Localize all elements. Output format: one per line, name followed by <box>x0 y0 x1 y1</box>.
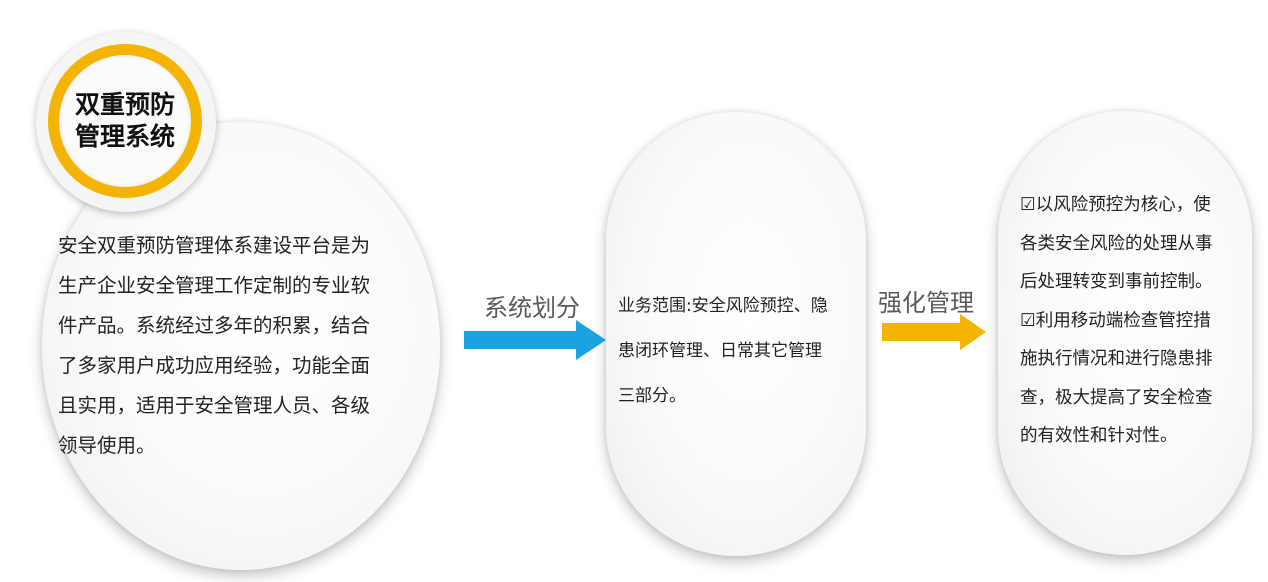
features-capsule <box>998 111 1252 555</box>
intro-line: 件产品。系统经过多年的积累，结合 <box>58 314 371 337</box>
features-line: 施执行情况和进行隐患排 <box>1020 349 1213 369</box>
scope-line: 患闭环管理、日常其它管理 <box>618 341 822 361</box>
features-line: 后处理转变到事前控制。 <box>1020 272 1213 292</box>
intro-line: 了多家用户成功应用经验，功能全面 <box>58 354 371 377</box>
intro-line: 且实用，适用于安全管理人员、各级 <box>58 394 371 417</box>
intro-text: 安全双重预防管理体系建设平台是为 生产企业安全管理工作定制的专业软 件产品。系统… <box>58 226 370 466</box>
system-badge: 双重预防 管理系统 <box>36 32 216 212</box>
scope-line: 业务范围:安全风险预控、隐 <box>618 296 828 316</box>
features-text: ☑以风险预控为核心，使 各类安全风险的处理从事 后处理转变到事前控制。 ☑利用移… <box>1020 186 1213 456</box>
scope-line: 三部分。 <box>618 386 686 406</box>
arrow-label-strengthen-management: 强化管理 <box>878 289 974 317</box>
badge-title: 双重预防 管理系统 <box>65 89 185 153</box>
features-line: ☑利用移动端检查管控措 <box>1020 310 1211 331</box>
badge-title-line: 双重预防 <box>74 90 175 119</box>
features-line: ☑以风险预控为核心，使 <box>1020 195 1211 215</box>
scope-capsule <box>606 112 866 556</box>
features-line: 各类安全风险的处理从事 <box>1020 233 1213 254</box>
features-line: 查，极大提高了安全检查 <box>1020 387 1213 408</box>
badge-ring: 双重预防 管理系统 <box>48 44 202 198</box>
arrow-label-system-division: 系统划分 <box>484 294 580 322</box>
intro-line: 安全双重预防管理体系建设平台是为 <box>58 234 371 257</box>
features-line: 的有效性和针对性。 <box>1020 426 1178 446</box>
blue-arrow-icon <box>464 320 606 360</box>
yellow-arrow-icon <box>882 314 986 350</box>
badge-title-line: 管理系统 <box>74 122 175 151</box>
intro-line: 生产企业安全管理工作定制的专业软 <box>58 274 371 297</box>
scope-text: 业务范围:安全风险预控、隐 患闭环管理、日常其它管理 三部分。 <box>618 284 828 419</box>
intro-line: 领导使用。 <box>58 434 156 457</box>
